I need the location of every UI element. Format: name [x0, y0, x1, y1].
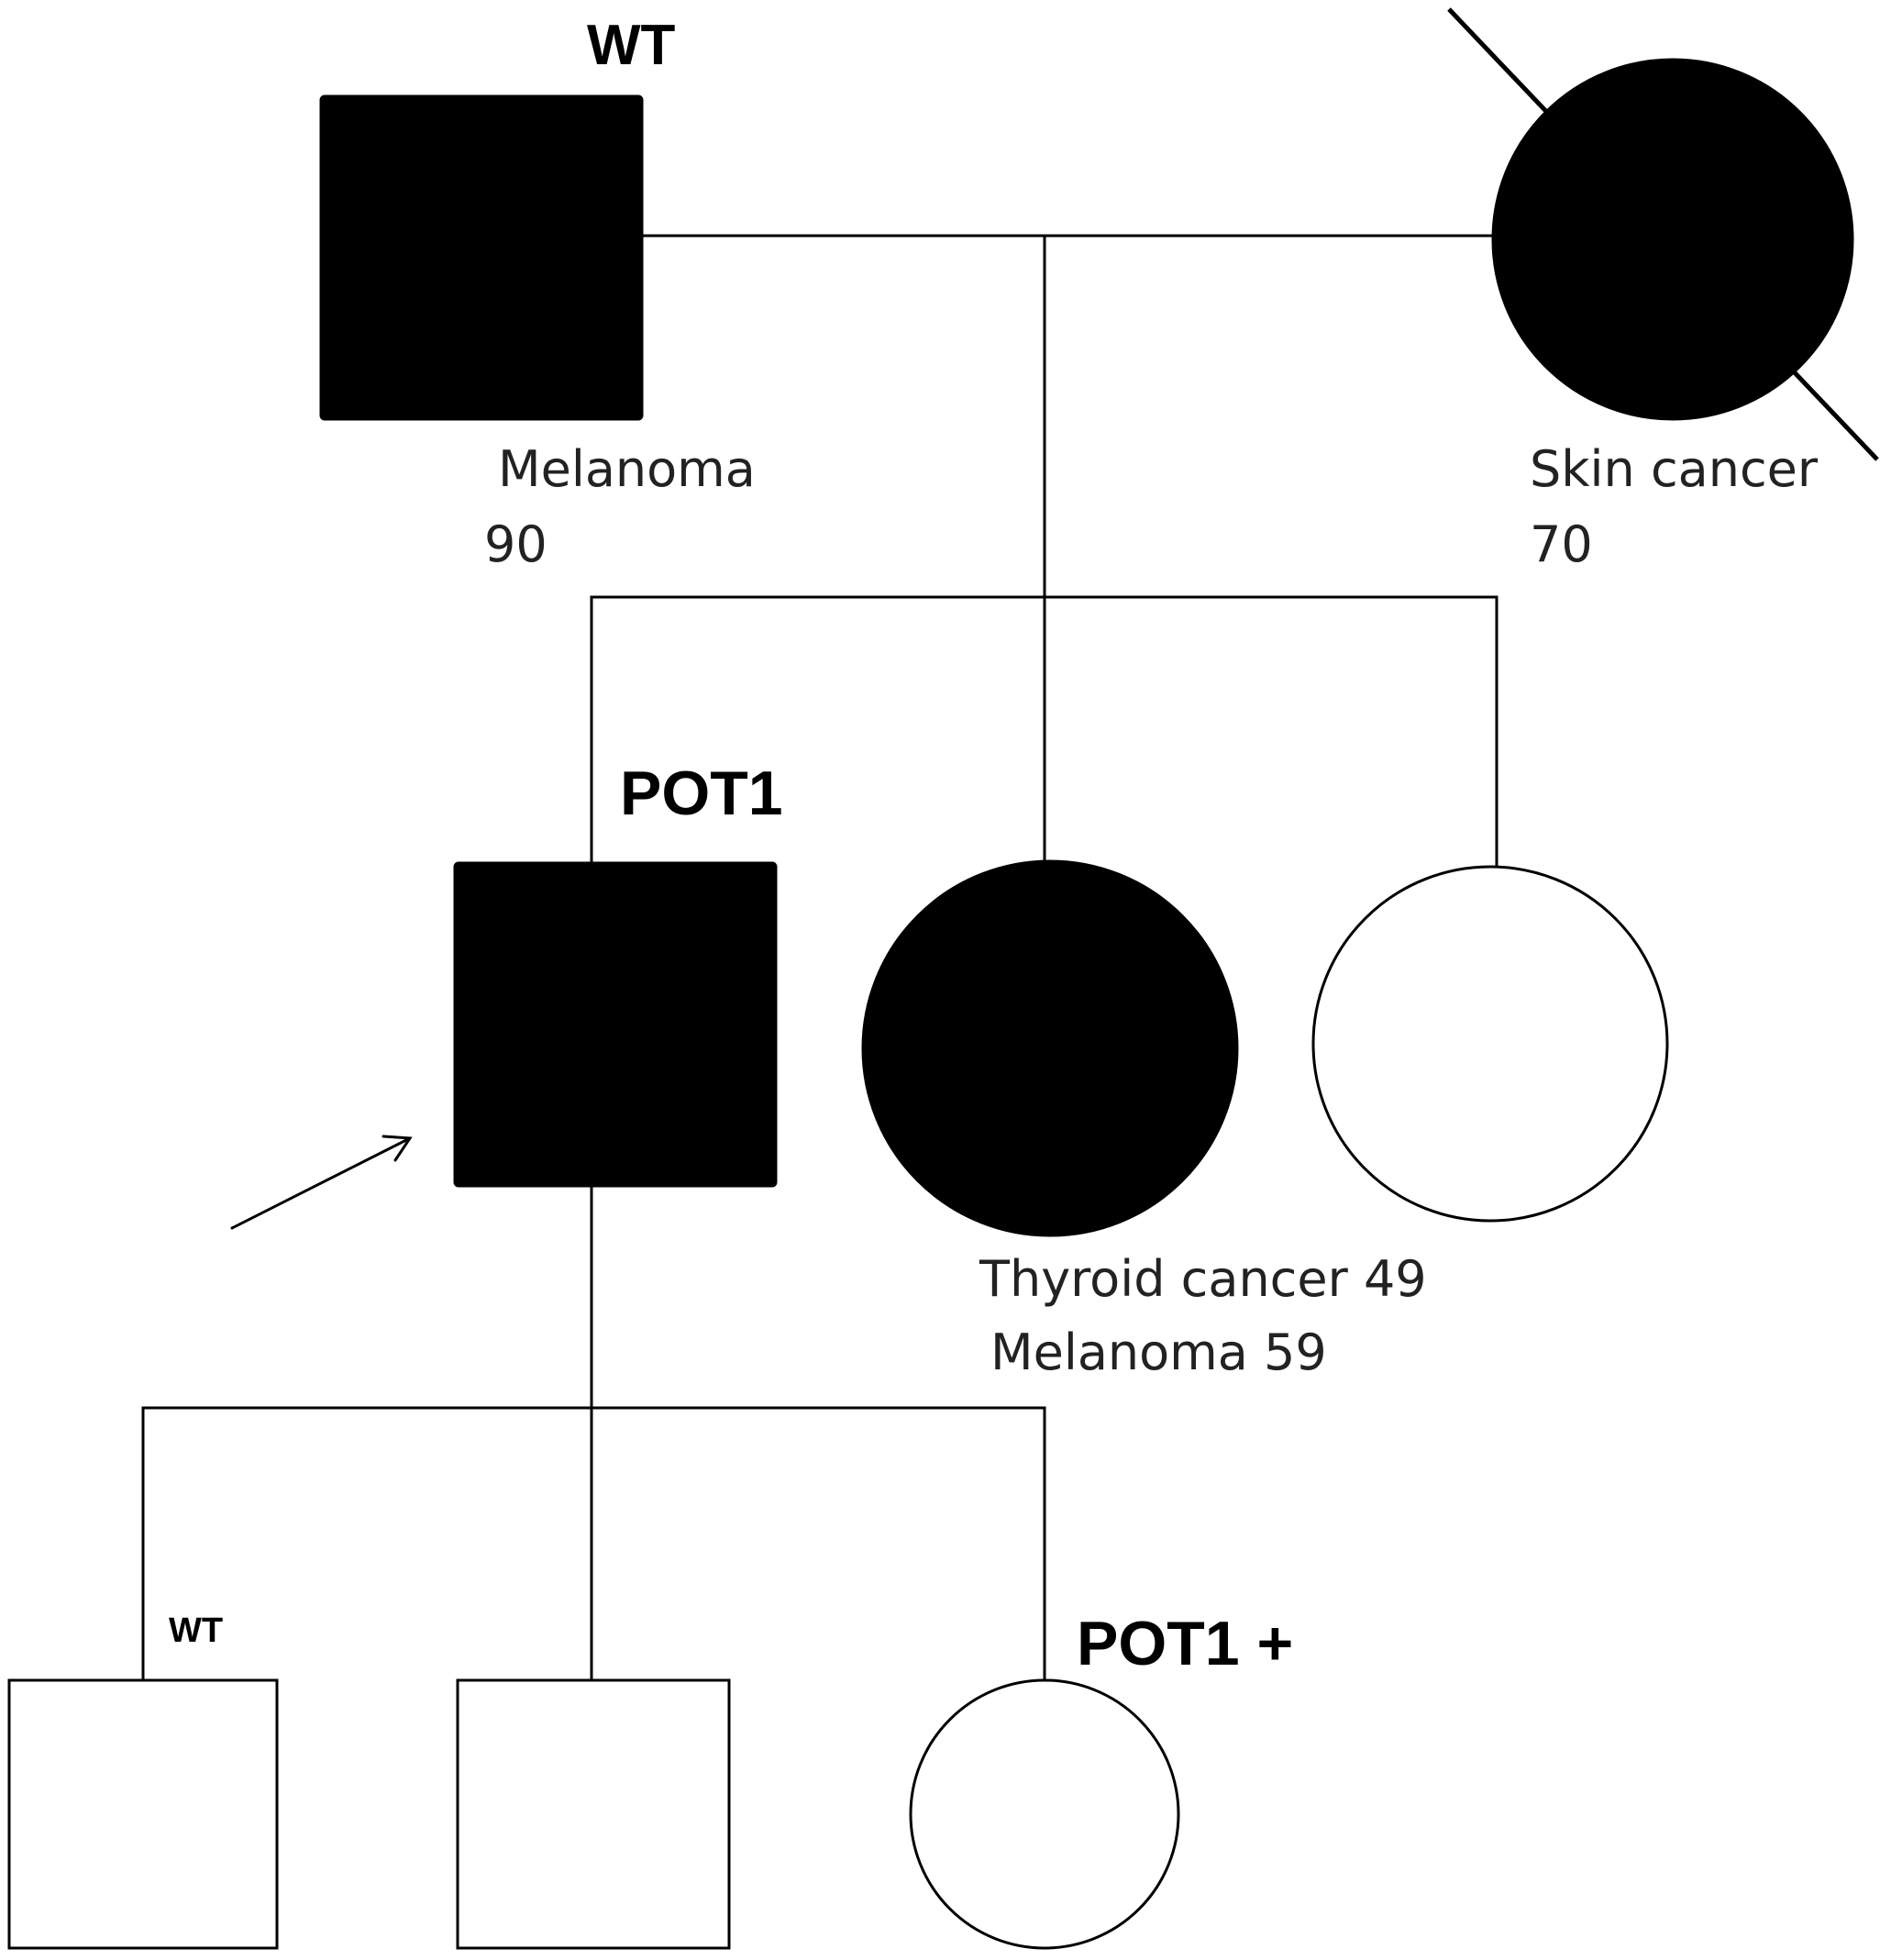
proband-symbol	[453, 861, 778, 1188]
grandmother-age-label: 70	[1530, 515, 1593, 573]
son-2-symbol	[456, 1678, 731, 1950]
grandmother-phenotype-label: Skin cancer	[1530, 440, 1819, 498]
grandmother-deceased-slash	[1447, 7, 1879, 461]
affected-sister-symbol	[861, 859, 1239, 1237]
affected-sister-phenotype-line2: Melanoma 59	[990, 1323, 1327, 1381]
daughter-genotype-label: POT1 +	[1077, 1609, 1293, 1678]
son-1-symbol	[7, 1678, 279, 1950]
pedigree-connectors	[141, 234, 1498, 1682]
grandfather-symbol	[319, 94, 644, 421]
daughter-symbol	[909, 1678, 1180, 1950]
grandfather-age-label: 90	[484, 515, 547, 573]
proband-genotype-label: POT1	[620, 759, 783, 828]
grandfather-genotype-label: WT	[587, 14, 676, 77]
proband-arrow-icon	[230, 1135, 413, 1230]
son-1-genotype-label: WT	[169, 1611, 223, 1650]
unaffected-sister-symbol	[1311, 865, 1669, 1223]
grandfather-phenotype-label: Melanoma	[498, 440, 756, 498]
affected-sister-phenotype-line1: Thyroid cancer 49	[979, 1250, 1427, 1308]
